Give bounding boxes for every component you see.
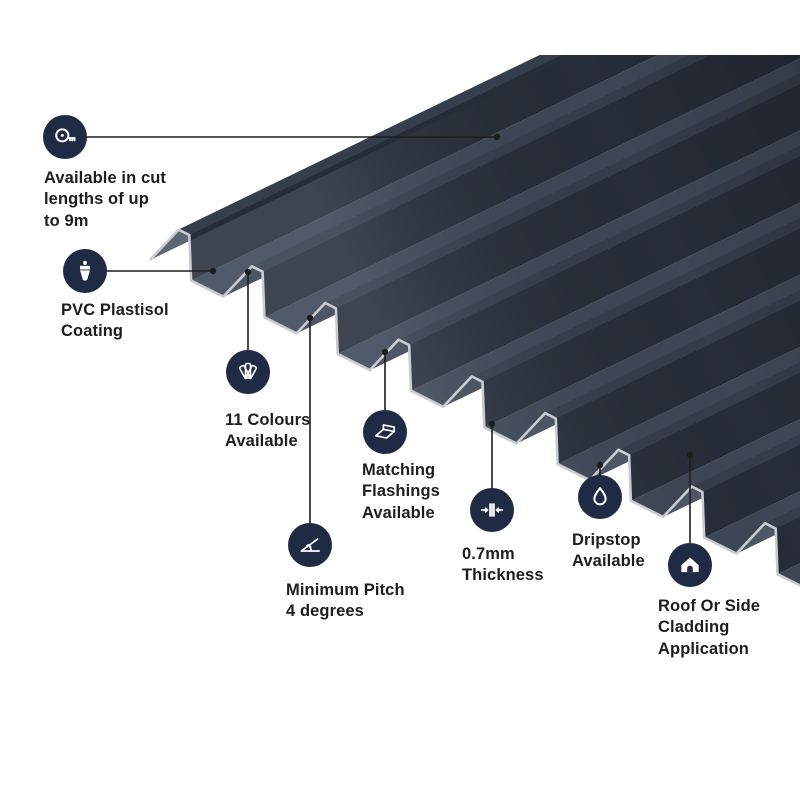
callout-label-dripstop: Dripstop Available	[572, 531, 645, 571]
callout-label-pitch: Minimum Pitch 4 degrees	[286, 581, 405, 621]
thickness-icon	[470, 488, 514, 532]
sheet-ribs	[149, 55, 800, 587]
callout-label-flashings: Matching Flashings Available	[362, 461, 440, 522]
paintbrush-icon	[63, 249, 107, 293]
callout-label-colours: 11 Colours Available	[225, 411, 311, 451]
tape-measure-icon	[43, 115, 87, 159]
callout-label-cut-lengths: Available in cut lengths of up to 9m	[44, 169, 167, 230]
callout-label-thickness: 0.7mm Thickness	[462, 545, 544, 585]
water-drop-icon	[578, 475, 622, 519]
flashing-icon	[363, 410, 407, 454]
pitch-angle-icon	[288, 523, 332, 567]
house-icon	[668, 543, 712, 587]
callout-label-plastisol: PVC Plastisol Coating	[61, 301, 169, 341]
callout-label-cladding: Roof Or Side Cladding Application	[658, 597, 761, 658]
colour-swatches-icon	[226, 350, 270, 394]
